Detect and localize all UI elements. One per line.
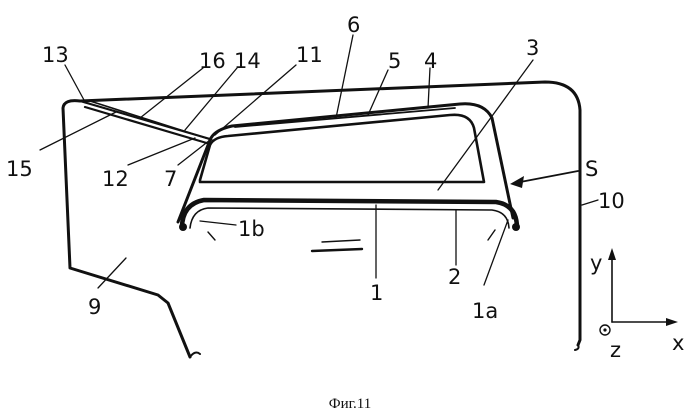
label-11: 11: [296, 43, 323, 67]
label-2: 2: [448, 265, 461, 289]
leader-1b: [200, 221, 236, 225]
axis-label-x: x: [672, 331, 684, 355]
z-axis-dot: [603, 328, 606, 331]
y-axis-head: [608, 248, 616, 260]
leader-12: [128, 138, 195, 165]
label-1b: 1b: [238, 217, 265, 241]
gasket-outer-frame: [178, 104, 513, 222]
label-1: 1: [370, 281, 383, 305]
label-15: 15: [6, 157, 33, 181]
axis-label-z: z: [610, 338, 621, 362]
arrow-s-shaft: [515, 171, 578, 183]
seal-end-left: [179, 223, 187, 231]
leader-13: [65, 65, 84, 100]
label-10: 10: [598, 189, 625, 213]
leader-6: [336, 35, 353, 118]
label-S: S: [585, 157, 598, 181]
arrow-s-head: [510, 176, 524, 188]
label-13: 13: [42, 43, 69, 67]
leader-1a: [484, 220, 508, 285]
leader-5: [368, 70, 388, 115]
leader-10: [582, 200, 598, 205]
housing-foot-curl: [190, 345, 579, 357]
axis-label-y: y: [590, 251, 602, 275]
leader-3: [438, 60, 533, 190]
label-6: 6: [347, 13, 360, 37]
x-axis-head: [666, 318, 678, 326]
seal-baseline-thin: [322, 240, 360, 242]
label-7: 7: [164, 167, 177, 191]
leader-15: [40, 112, 116, 150]
seal-base-outer: [182, 200, 517, 228]
label-9: 9: [88, 295, 101, 319]
leader-14: [185, 68, 237, 130]
label-3: 3: [526, 36, 539, 60]
label-5: 5: [388, 49, 401, 73]
seal-baseline: [312, 249, 362, 251]
label-1a: 1a: [472, 299, 498, 323]
label-14: 14: [234, 49, 261, 73]
label-12: 12: [102, 167, 129, 191]
figure-caption: Фиг.11: [329, 396, 372, 412]
label-16: 16: [199, 49, 226, 73]
seal-end-right: [512, 223, 520, 231]
label-4: 4: [424, 49, 437, 73]
leader-16: [140, 68, 203, 118]
